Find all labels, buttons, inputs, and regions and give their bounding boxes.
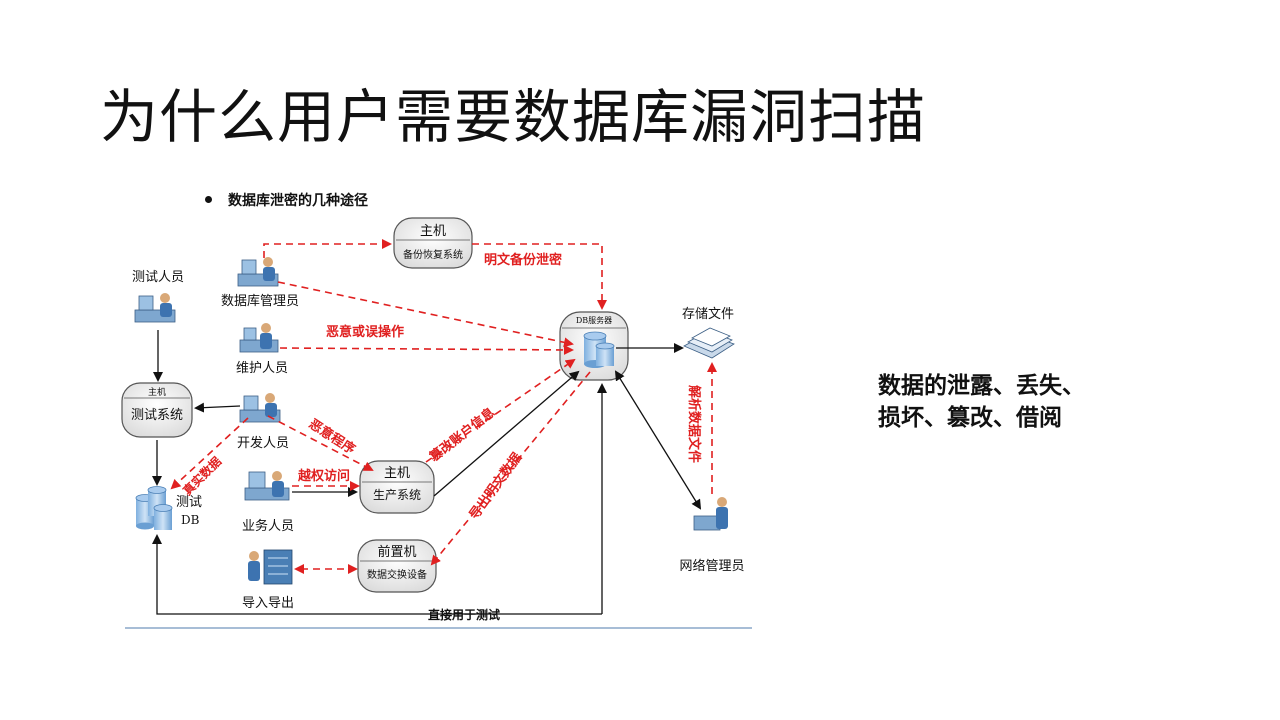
tester-person-icon [134, 293, 176, 323]
developer-to-prod-arrow [267, 415, 374, 471]
net-admin-label: 网络管理员 [679, 558, 744, 574]
tester-label: 测试人员 [132, 270, 184, 285]
storage-file-icon [683, 327, 735, 359]
prod-to-db-server-arrow [433, 370, 580, 497]
tamper-account-label: 篡改账户信息 [427, 405, 498, 466]
prod-host-title: 主机 [384, 466, 410, 481]
test-db-label-2: DB [181, 513, 200, 527]
db-server-cylinder-icon [583, 331, 615, 368]
priv-escalation-label: 越权访问 [297, 468, 350, 484]
backup-leak-label: 明文备份泄密 [484, 252, 562, 268]
db-server-label: DB服务器 [576, 315, 612, 325]
dba-to-backup-arrow [263, 239, 392, 258]
malicious-op-label: 恶意或误操作 [326, 324, 404, 340]
developer-to-testdb-arrow [170, 417, 249, 490]
red-arrows [170, 239, 717, 574]
backup-to-db-arrow [472, 243, 607, 310]
bullet-dot [205, 195, 212, 203]
maintainer-label: 维护人员 [236, 361, 288, 376]
parse-file-label: 解析数据文件 [686, 384, 702, 463]
prod-host-subtitle: 生产系统 [373, 488, 421, 502]
malicious-prog-label: 恶意程序 [306, 416, 358, 458]
side-note: 数据的泄露、丢失、 损坏、篡改、借阅 [878, 370, 1085, 434]
maintainer-person-icon [239, 323, 279, 353]
developer-to-test-host-arrow [194, 402, 241, 413]
test-db-cylinder-icon [135, 486, 173, 530]
import-export-rack-icon [248, 549, 293, 585]
side-note-line-1: 数据的泄露、丢失、 [878, 373, 1085, 399]
db-server-box: DB服务器 [559, 311, 629, 381]
direct-test-bottom-line [152, 534, 602, 615]
backup-host-box: 主机 备份恢复系统 [393, 217, 473, 269]
frontend-subtitle: 数据交换设备 [367, 568, 427, 581]
import-export-label: 导入导出 [242, 596, 294, 611]
business-label: 业务人员 [242, 518, 294, 534]
frontend-box: 前置机 数据交换设备 [357, 539, 437, 593]
backup-host-subtitle: 备份恢复系统 [403, 248, 463, 261]
net-admin-person-icon [693, 497, 728, 531]
prod-to-db-tamper-arrow [425, 358, 576, 463]
side-note-line-2: 损坏、篡改、借阅 [878, 405, 1062, 431]
test-host-box: 主机 测试系统 [121, 382, 193, 438]
slide-title: 为什么用户需要数据库漏洞扫描 [100, 83, 927, 151]
db-to-frontend-export-arrow [430, 371, 591, 566]
test-db-label-1: 测试 [176, 495, 202, 510]
dba-label: 数据库管理员 [221, 293, 299, 309]
storage-label: 存储文件 [682, 307, 734, 322]
dba-to-db-arrow [277, 281, 574, 348]
test-host-subtitle: 测试系统 [131, 408, 183, 423]
developer-label: 开发人员 [237, 435, 289, 451]
prod-host-box: 主机 生产系统 [359, 460, 435, 514]
dba-person-icon [237, 257, 279, 287]
test-host-title: 主机 [148, 386, 166, 398]
developer-person-icon [239, 393, 281, 423]
direct-test-label: 直接用于测试 [428, 607, 500, 622]
backup-host-title: 主机 [420, 224, 446, 239]
maintainer-to-db-arrow [279, 344, 574, 355]
frontend-title: 前置机 [377, 544, 416, 560]
diagram-heading: 数据库泄密的几种途径 [205, 190, 368, 210]
db-server-netadmin-arrow [614, 370, 702, 510]
diagram-heading-text: 数据库泄密的几种途径 [228, 193, 368, 209]
black-arrows [152, 330, 702, 615]
business-person-icon [244, 471, 290, 501]
